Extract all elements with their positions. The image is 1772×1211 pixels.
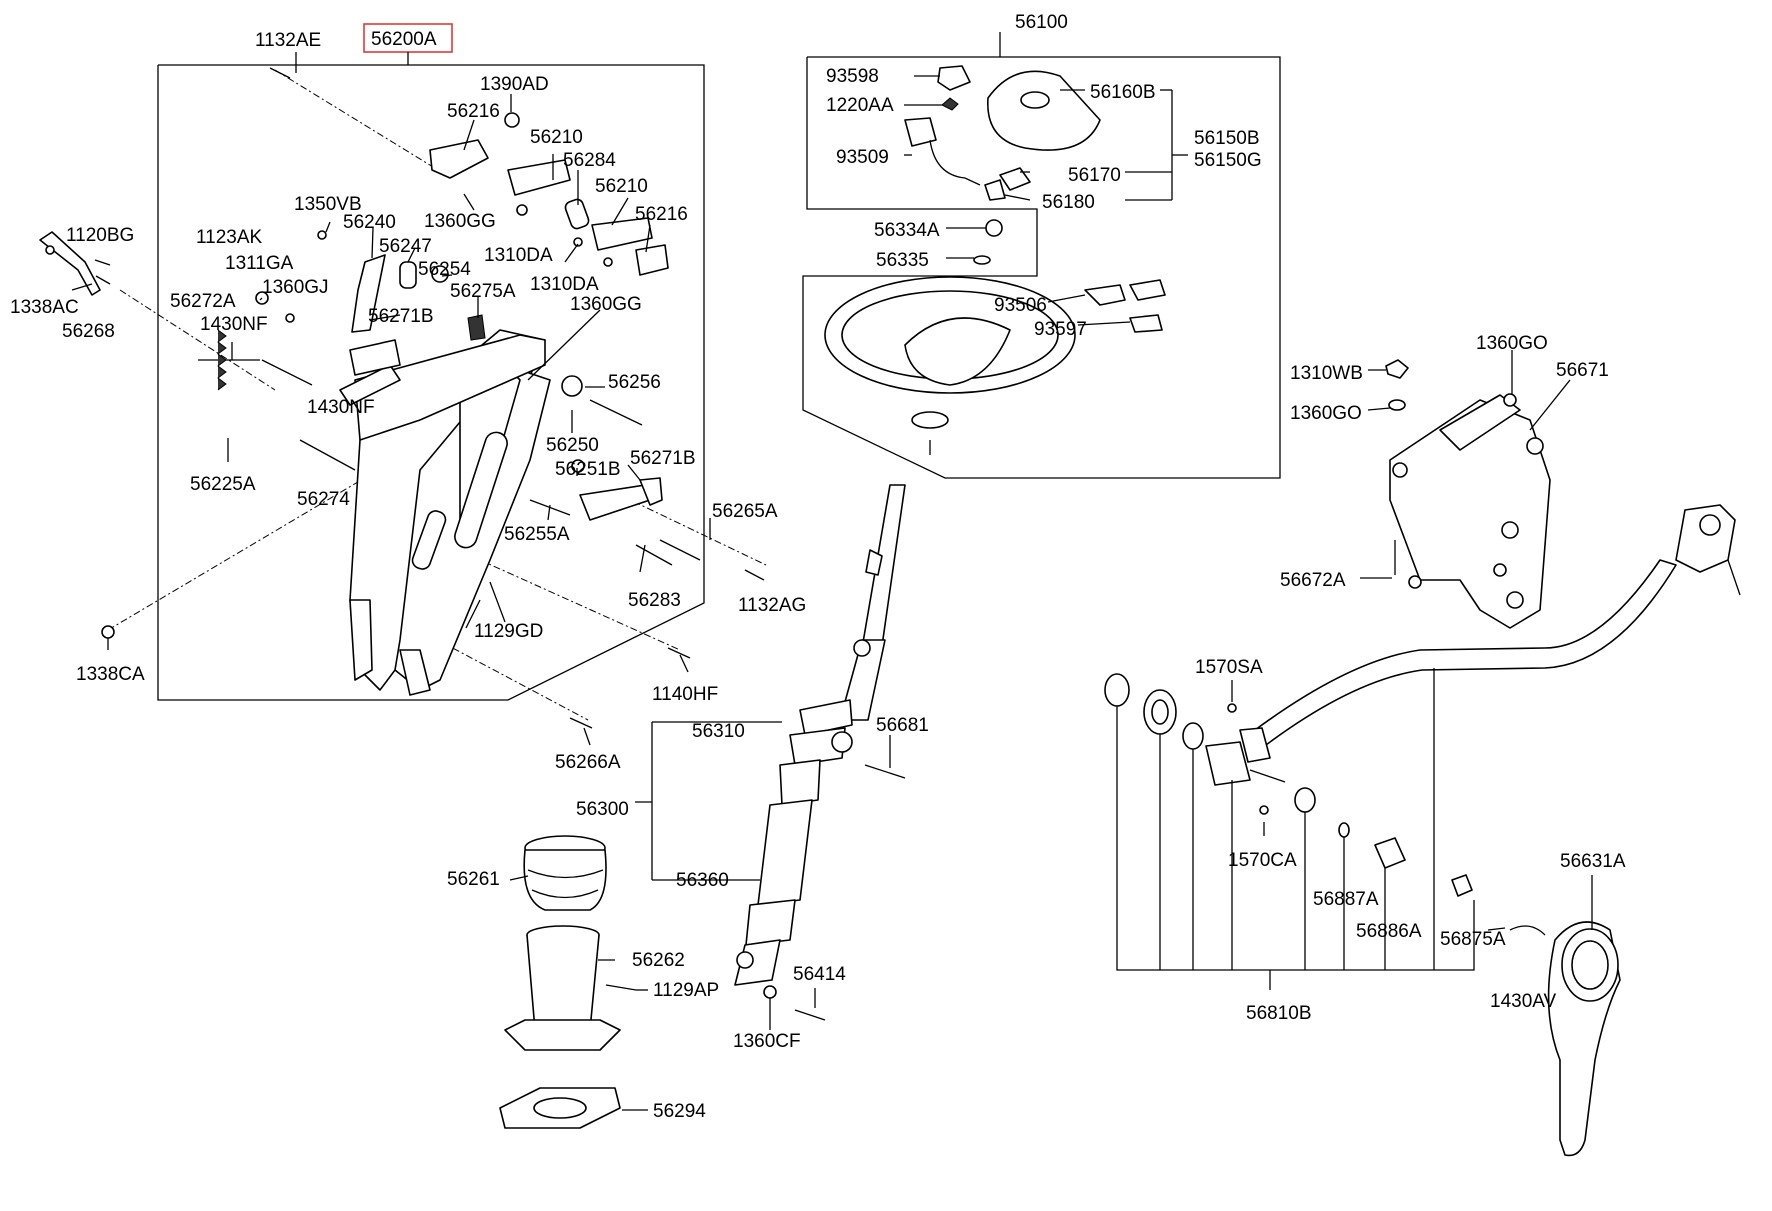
leader-lines-wheel (904, 75, 1188, 326)
part-label-1570CA[interactable]: 1570CA (1228, 850, 1297, 871)
bolt-part (269, 67, 291, 79)
part-label-56681[interactable]: 56681 (876, 715, 929, 736)
steering-wheel-assembly (802, 32, 1281, 479)
steering-column (734, 411, 949, 1021)
part-label-56160B[interactable]: 56160B (1090, 82, 1156, 103)
part-label-1140HF[interactable]: 1140HF (652, 684, 718, 705)
part-label-56284[interactable]: 56284 (563, 150, 616, 171)
leader-lines-pedal (71, 52, 765, 746)
part-label-56250[interactable]: 56250 (546, 435, 599, 456)
part-label-1390AD[interactable]: 1390AD (480, 74, 549, 95)
part-label-56262[interactable]: 56262 (632, 950, 685, 971)
part-label-56180[interactable]: 56180 (1042, 192, 1095, 213)
part-label-56274[interactable]: 56274 (297, 489, 350, 510)
leader-lines-tierod (1116, 668, 1506, 990)
idler-bracket (1385, 359, 1551, 629)
part-label-56216[interactable]: 56216 (635, 204, 688, 225)
part-label-56100[interactable]: 56100 (1015, 12, 1068, 33)
part-label-1220AA[interactable]: 1220AA (826, 95, 894, 116)
part-label-1360CF[interactable]: 1360CF (733, 1031, 801, 1052)
part-label-1430NF[interactable]: 1430NF (200, 314, 268, 335)
part-label-56310[interactable]: 56310 (692, 721, 745, 742)
part-label-1129GD[interactable]: 1129GD (474, 621, 543, 642)
part-label-56210[interactable]: 56210 (530, 127, 583, 148)
part-label-56886A[interactable]: 56886A (1356, 921, 1422, 942)
part-label-56671[interactable]: 56671 (1556, 360, 1609, 381)
leader-lines-boot (509, 875, 648, 1111)
pedal-bracket-assembly (39, 23, 767, 729)
column-boot (499, 835, 637, 1129)
pitman-arm (1547, 875, 1621, 1157)
part-label-56170[interactable]: 56170 (1068, 165, 1121, 186)
part-label-56225A[interactable]: 56225A (190, 474, 256, 495)
part-label-56335[interactable]: 56335 (876, 250, 929, 271)
part-label-56887A[interactable]: 56887A (1313, 889, 1379, 910)
part-label-56247[interactable]: 56247 (379, 236, 432, 257)
part-label-1360GG[interactable]: 1360GG (570, 294, 642, 315)
part-label-1360GO[interactable]: 1360GO (1290, 403, 1362, 424)
part-label-1360GO[interactable]: 1360GO (1476, 333, 1548, 354)
part-label-1360GJ[interactable]: 1360GJ (262, 277, 329, 298)
part-label-1310DA[interactable]: 1310DA (484, 245, 553, 266)
part-label-56271B[interactable]: 56271B (368, 306, 434, 327)
part-label-93597[interactable]: 93597 (1034, 319, 1087, 340)
part-label-56283[interactable]: 56283 (628, 590, 681, 611)
part-label-56240[interactable]: 56240 (343, 212, 396, 233)
part-label-93506[interactable]: 93506 (994, 295, 1047, 316)
part-label-1120BG[interactable]: 1120BG (66, 225, 134, 246)
part-label-56272A[interactable]: 56272A (170, 291, 236, 312)
part-label-1310DA[interactable]: 1310DA (530, 274, 599, 295)
part-label-56266A[interactable]: 56266A (555, 752, 621, 773)
plate-56216 (429, 139, 489, 179)
part-label-56360[interactable]: 56360 (676, 870, 729, 891)
part-label-1350VB[interactable]: 1350VB (294, 194, 362, 215)
part-label-56810B[interactable]: 56810B (1246, 1003, 1312, 1024)
part-label-56200A[interactable]: 56200A (371, 29, 437, 50)
part-label-56300[interactable]: 56300 (576, 799, 629, 820)
part-label-56271B[interactable]: 56271B (630, 448, 696, 469)
part-label-93598[interactable]: 93598 (826, 66, 879, 87)
part-label-56150G[interactable]: 56150G (1194, 150, 1262, 171)
tie-rod-assembly (1104, 504, 1741, 936)
part-label-1430NF[interactable]: 1430NF (307, 397, 375, 418)
part-label-56256[interactable]: 56256 (608, 372, 661, 393)
leader-lines-column (635, 721, 891, 1030)
part-label-1338CA[interactable]: 1338CA (76, 664, 145, 685)
part-label-56334A[interactable]: 56334A (874, 220, 940, 241)
part-label-56254[interactable]: 56254 (418, 259, 471, 280)
part-label-1129AP[interactable]: 1129AP (653, 980, 719, 1001)
part-label-1338AC[interactable]: 1338AC (10, 297, 79, 318)
part-label-56631A[interactable]: 56631A (1560, 851, 1626, 872)
part-label-56261[interactable]: 56261 (447, 869, 500, 890)
part-label-1123AK[interactable]: 1123AK (196, 227, 263, 248)
part-label-1132AG[interactable]: 1132AG (738, 595, 806, 616)
part-label-56150B[interactable]: 56150B (1194, 128, 1260, 149)
part-label-1430AV[interactable]: 1430AV (1490, 991, 1557, 1012)
leader-lines-idler (1360, 350, 1571, 579)
part-label-56414[interactable]: 56414 (793, 964, 846, 985)
part-label-93509[interactable]: 93509 (836, 147, 889, 168)
part-label-56875A[interactable]: 56875A (1440, 929, 1506, 950)
part-label-56672A[interactable]: 56672A (1280, 570, 1346, 591)
part-label-56255A[interactable]: 56255A (504, 524, 570, 545)
part-label-56265A[interactable]: 56265A (712, 501, 778, 522)
part-label-56216[interactable]: 56216 (447, 101, 500, 122)
part-label-56294[interactable]: 56294 (653, 1101, 706, 1122)
part-label-1311GA[interactable]: 1311GA (225, 253, 294, 274)
part-label-1310WB[interactable]: 1310WB (1290, 363, 1363, 384)
part-label-56210[interactable]: 56210 (595, 176, 648, 197)
part-label-56275A[interactable]: 56275A (450, 281, 516, 302)
part-label-1570SA[interactable]: 1570SA (1195, 657, 1263, 678)
part-label-56251B[interactable]: 56251B (555, 459, 621, 480)
part-label-1360GG[interactable]: 1360GG (424, 211, 496, 232)
part-label-56268[interactable]: 56268 (62, 321, 115, 342)
part-label-1132AE[interactable]: 1132AE (255, 30, 321, 51)
part-number-labels: 1132AE 56200A 1390AD 56216 56210 56284 5… (10, 12, 1626, 1122)
